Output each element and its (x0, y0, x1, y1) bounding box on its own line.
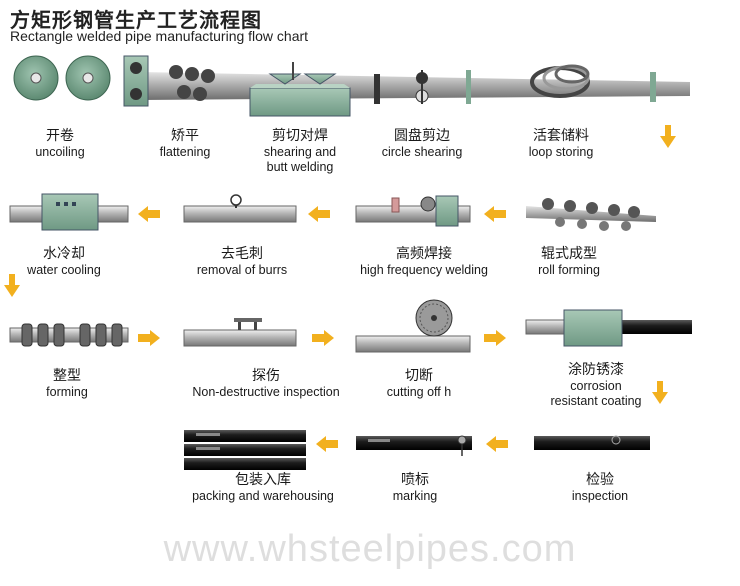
burr-removal-machine (183, 194, 297, 223)
packed-pipes (184, 430, 306, 470)
shearing-welding-machine (249, 62, 351, 117)
coating-machine (525, 309, 692, 347)
inspection-pipe (534, 435, 650, 450)
cutting-machine (355, 299, 471, 353)
title-english: Rectangle welded pipe manufacturing flow… (10, 28, 309, 44)
ndt-machine (183, 318, 297, 347)
marking-machine (356, 435, 472, 456)
uncoiling-machine (13, 55, 111, 101)
watermark: www.whsteelpipes.com (163, 528, 577, 570)
arrows-row-2 (138, 206, 506, 222)
circle-shearing-machine (374, 70, 471, 104)
flattening-machine (123, 55, 215, 107)
title-chinese: 方矩形钢管生产工艺流程图 (10, 10, 262, 32)
roll-forming-machine (526, 198, 656, 231)
forming-machine (9, 323, 129, 347)
hf-welding-machine (355, 195, 471, 227)
arrow-down-3 (652, 381, 668, 404)
arrows-row-4 (316, 436, 508, 452)
arrow-down-2 (4, 274, 20, 297)
arrow-down-1 (660, 125, 676, 148)
water-cooling-machine (9, 193, 129, 231)
arrows-row-3 (138, 330, 506, 346)
loop-storing-machine (530, 64, 656, 102)
strip-row-1 (140, 72, 690, 100)
